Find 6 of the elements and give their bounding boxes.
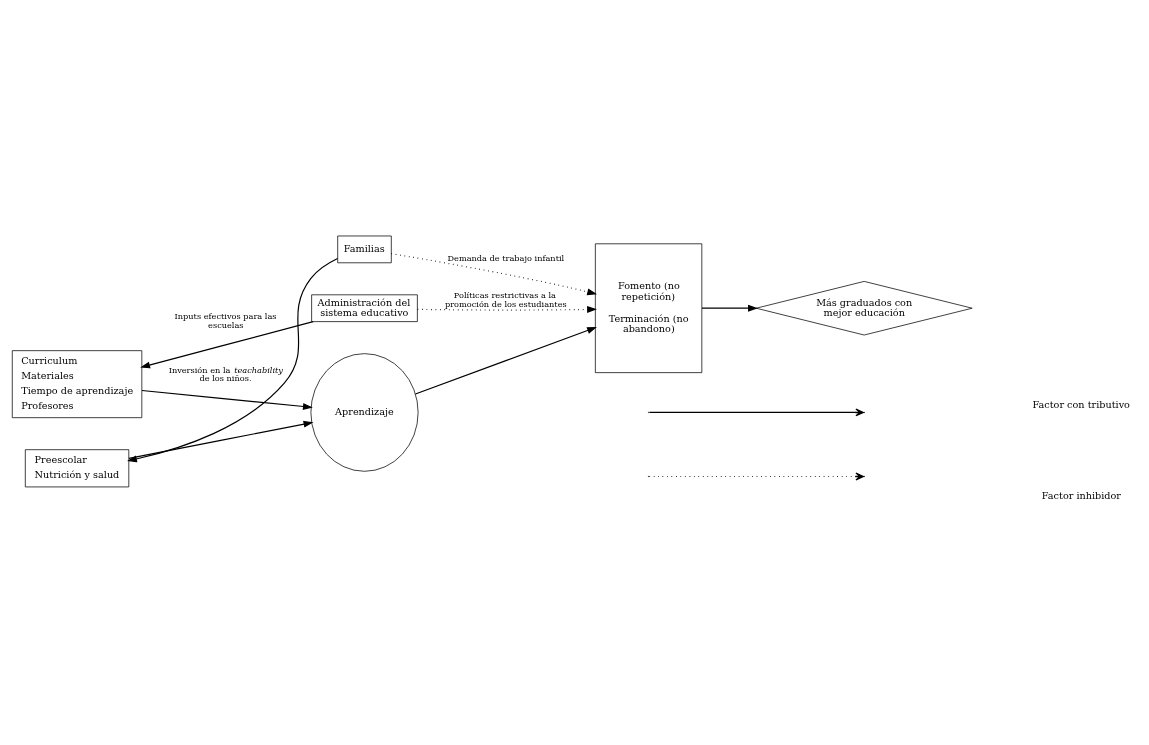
legend-label: Factor con tributivo xyxy=(1032,398,1130,410)
edge-label: Inputs efectivos para las escuelas xyxy=(174,310,277,330)
edge-label: Inversión en la teachability de los niños. xyxy=(168,364,283,383)
legend-label: Factor inhibidor xyxy=(1041,489,1122,501)
edge-label: Demanda de trabajo infantil xyxy=(447,252,565,263)
edge-label: Políticas restrictivas a la promoción de los estudiantes xyxy=(444,289,567,309)
